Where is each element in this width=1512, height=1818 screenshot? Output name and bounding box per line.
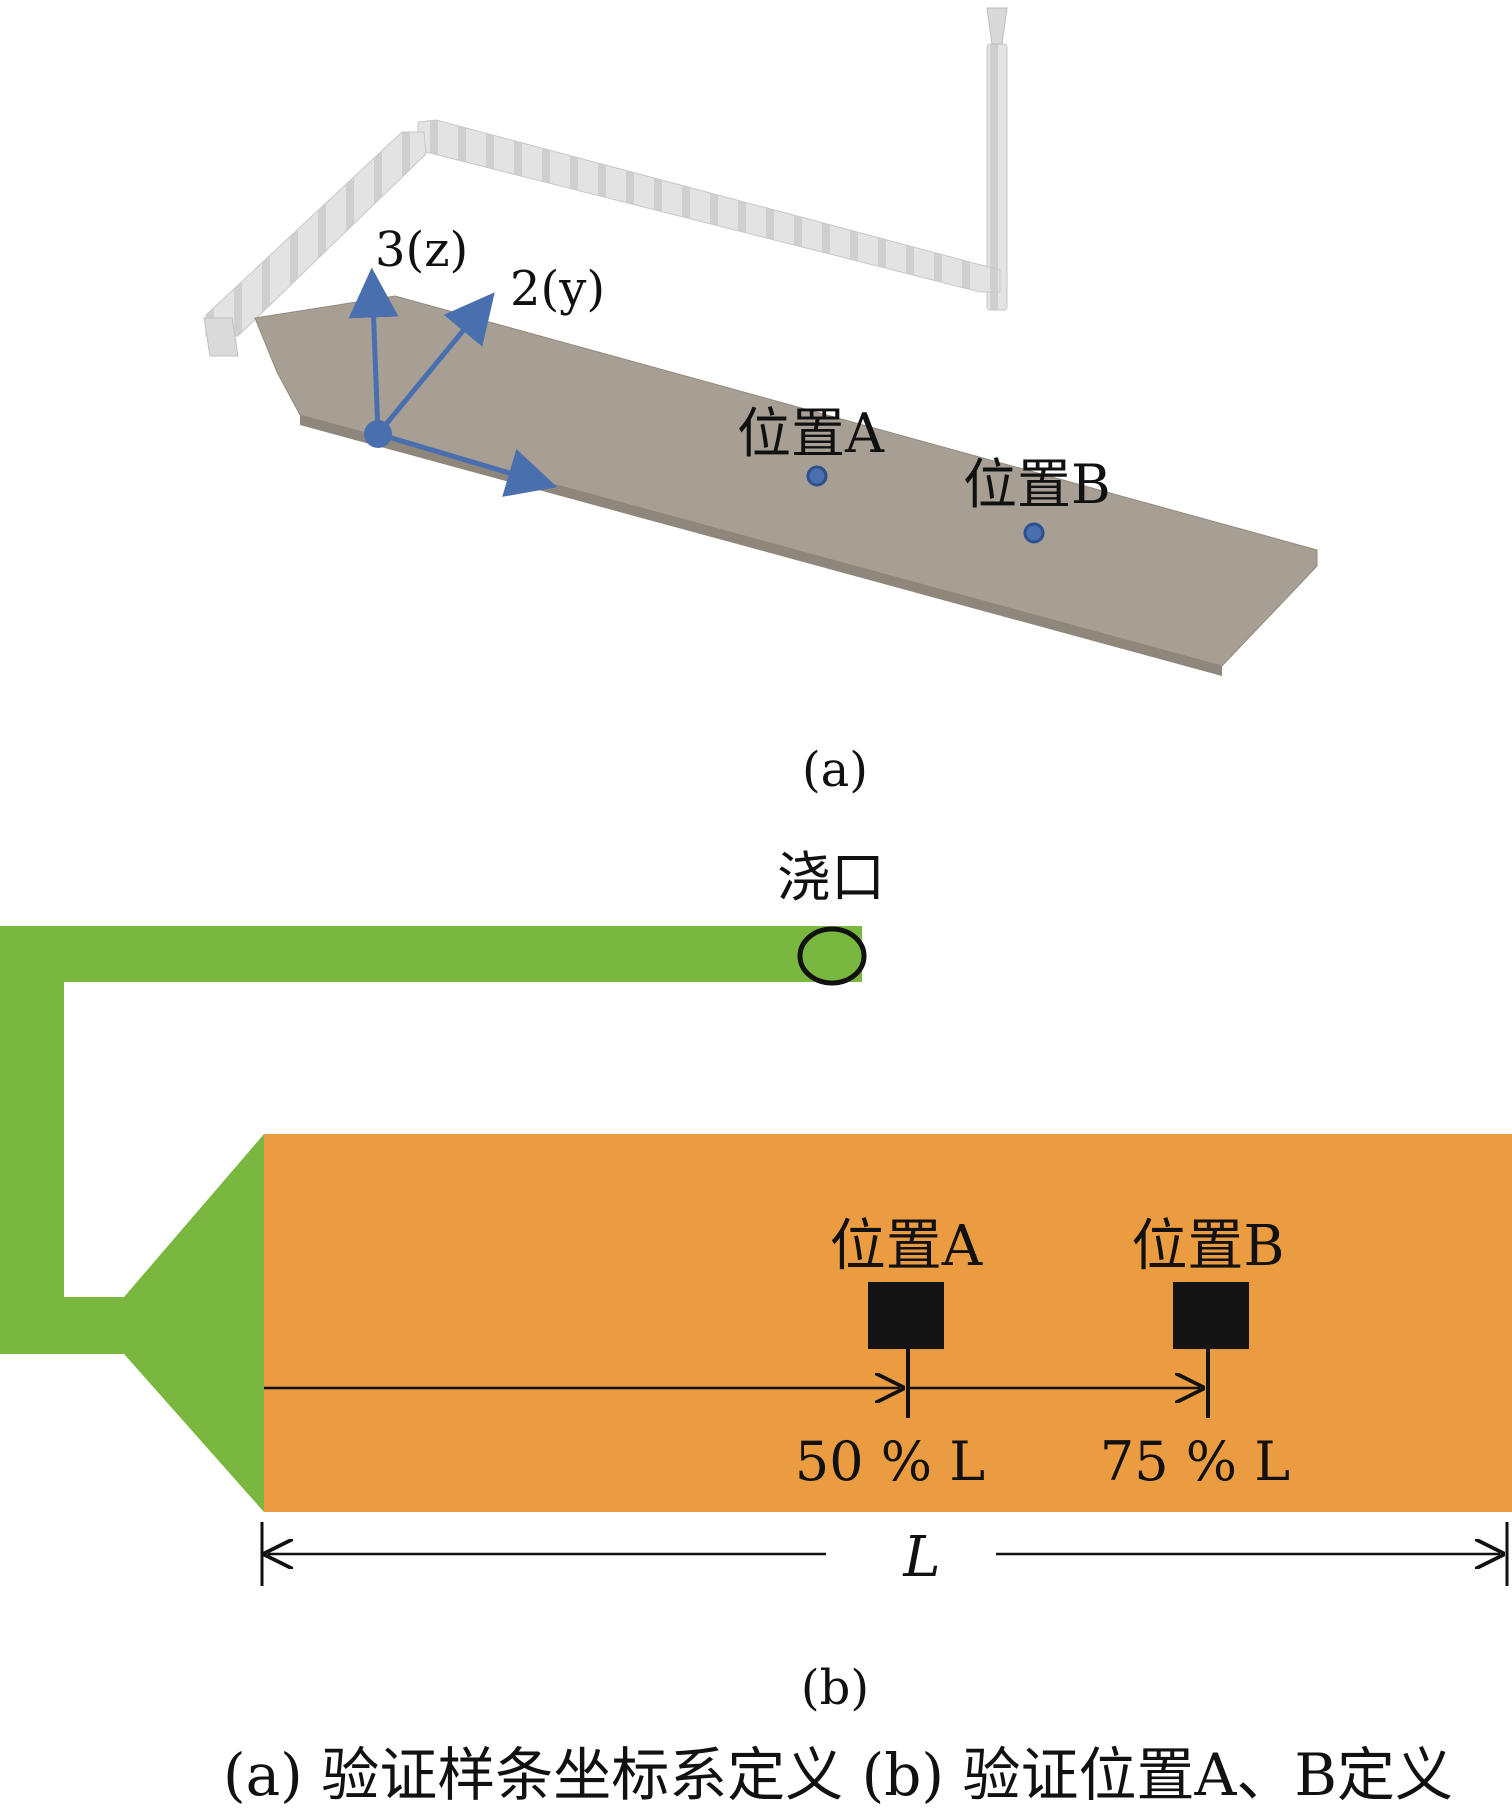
left-runner-vertical (0, 926, 64, 1354)
top-runner (0, 926, 862, 982)
panel-b: 浇口 位置A 位置B 50 % L 75 % L L (0, 846, 1512, 1716)
y-axis-arrow (376, 292, 495, 436)
location-b-square (1173, 1282, 1249, 1349)
marker-a-label: 50 % L (795, 1430, 985, 1493)
coordinate-axes: 3(z) 2(y) (348, 222, 605, 497)
length-dimension: L (260, 1522, 1509, 1590)
part-plate (254, 295, 1318, 667)
length-label: L (902, 1525, 940, 1590)
location-b-label-2d: 位置B (1131, 1214, 1284, 1279)
left-runner (205, 131, 427, 337)
panel-b-sublabel: (b) (801, 1660, 869, 1716)
lower-runner (0, 1297, 138, 1354)
location-a-label-3d: 位置A (737, 402, 885, 465)
runner-end (203, 317, 239, 357)
location-markers-3d: 位置A 位置B (737, 402, 1111, 544)
location-b-dot (1023, 522, 1045, 544)
x-axis-arrow (377, 431, 558, 497)
runner-system-2d (0, 926, 867, 1512)
marker-b-label: 75 % L (1100, 1430, 1290, 1493)
panel-a: 3(z) 2(y) 位置A 位置B (a) (203, 7, 1318, 798)
z-axis-arrow (348, 267, 399, 435)
location-a-dot (806, 465, 828, 487)
sprue-cone (986, 7, 1008, 45)
part-plate-3d (254, 295, 1318, 676)
upper-runner (417, 119, 1001, 293)
location-a-square (868, 1282, 944, 1349)
panel-a-sublabel: (a) (802, 742, 868, 798)
fan-gate (124, 1134, 264, 1512)
figure-caption: (a) 验证样条坐标系定义 (b) 验证位置A、B定义 (223, 1741, 1453, 1809)
location-b-label-3d: 位置B (963, 453, 1111, 516)
gate-label: 浇口 (777, 846, 885, 909)
runner-system-3d (203, 7, 1008, 357)
location-a-label-2d: 位置A (830, 1214, 983, 1279)
gate-circle (797, 926, 867, 986)
location-markers-2d: 位置A 位置B 50 % L 75 % L (264, 1214, 1290, 1493)
axis-y-label: 2(y) (510, 261, 605, 317)
axis-z-label: 3(z) (375, 222, 468, 278)
axis-origin (364, 420, 392, 448)
